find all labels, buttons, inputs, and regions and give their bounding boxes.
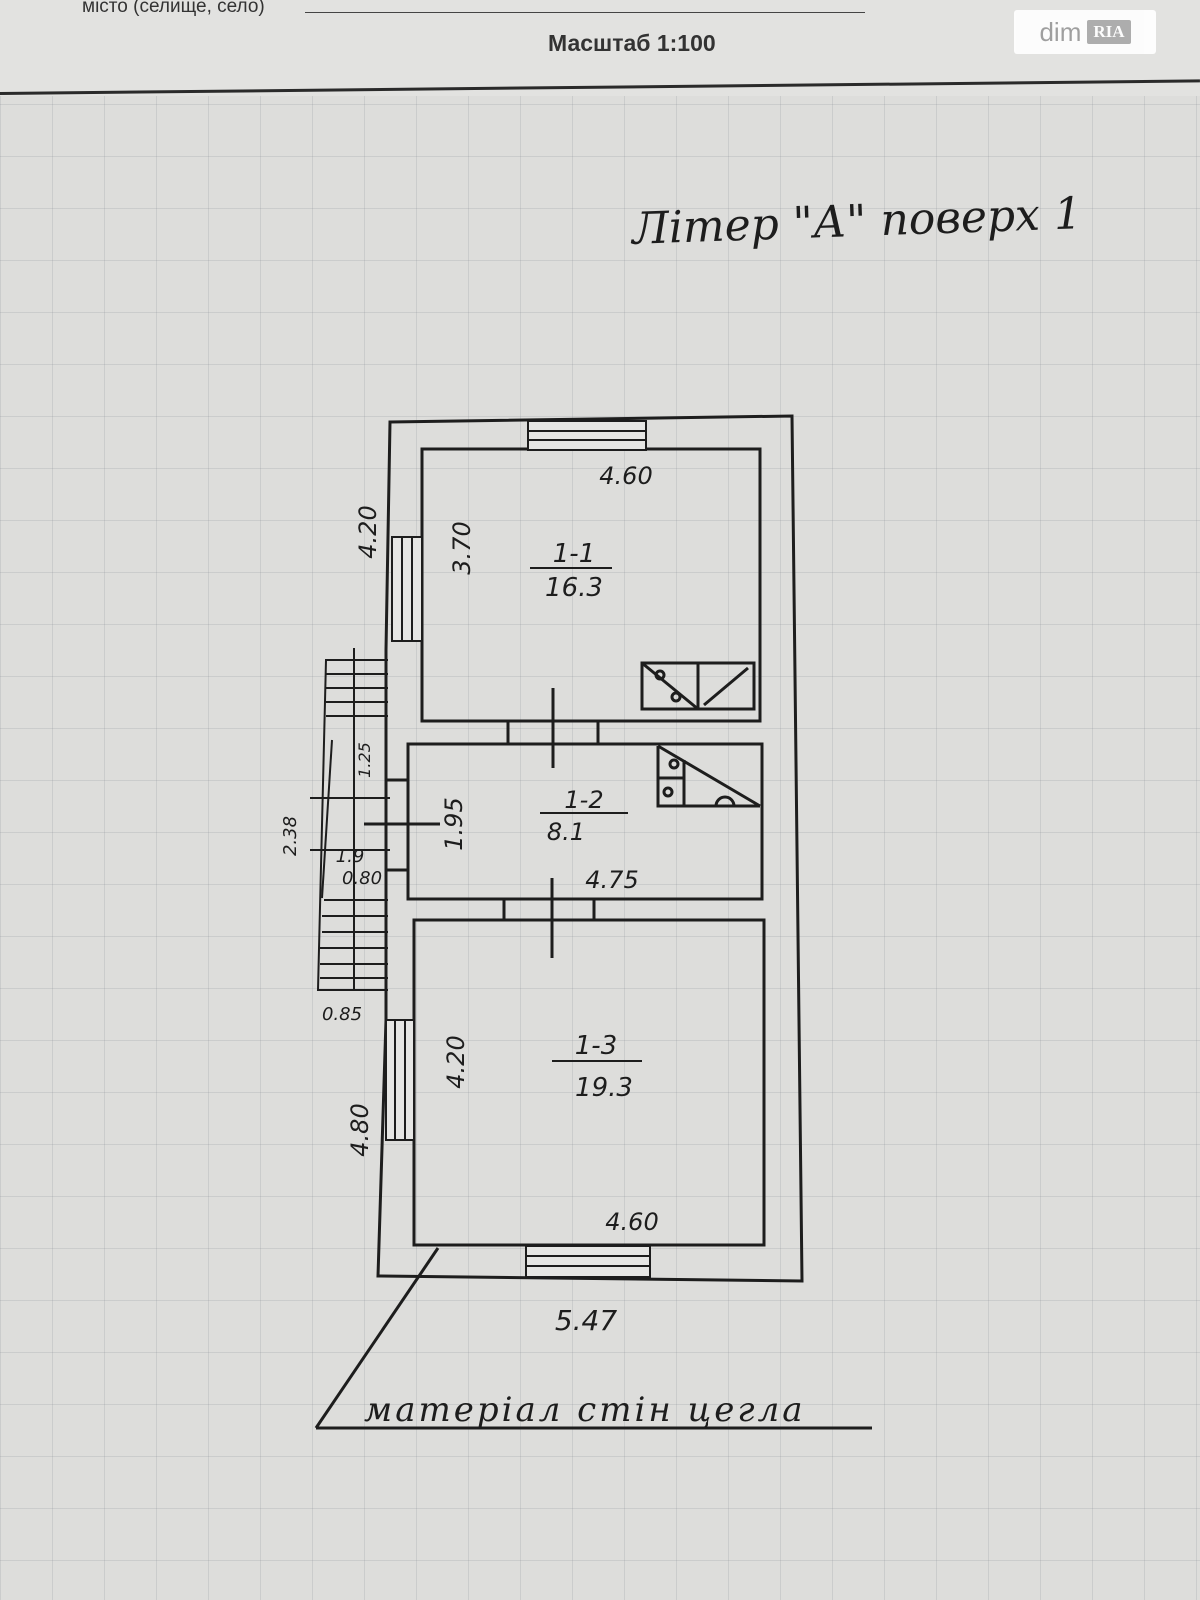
- room-1-2-outline: [406, 742, 764, 901]
- door-1-2-to-1-3: [502, 878, 596, 958]
- window-left-top: [391, 536, 423, 642]
- room-1-2-depth: 1.95: [440, 797, 468, 850]
- porch-height-dimension: 2.38: [280, 816, 301, 856]
- room-1-3-depth: 4.20: [442, 1035, 470, 1088]
- window-left-bottom: [385, 1019, 415, 1141]
- room-id: 1-3: [575, 1031, 617, 1061]
- room-id: 1-2: [564, 786, 603, 814]
- room-1-3-width: 4.60: [605, 1208, 658, 1236]
- window-top: [527, 420, 647, 451]
- room-area: 16.3: [545, 573, 603, 603]
- watermark-word: dim: [1039, 16, 1082, 47]
- wall-material-note: матеріал стін цегла: [364, 1390, 806, 1430]
- outer-wall: [376, 414, 804, 1283]
- outer-left-top-dimension: 4.20: [354, 505, 382, 558]
- room-area: 19.3: [575, 1073, 633, 1103]
- door-1-1-to-1-2: [506, 688, 600, 768]
- porch-depth-dimension: 1.9: [336, 846, 365, 867]
- watermark-logo: dim RIA: [1014, 10, 1156, 54]
- room-1-1-depth: 3.70: [448, 521, 476, 574]
- room-1-2-label: 1-2 8.1: [540, 786, 628, 846]
- material-leader: [314, 1247, 872, 1430]
- scale-label: Масштаб 1:100: [548, 30, 716, 56]
- porch-stairs: [310, 648, 390, 991]
- room-1-1-width: 4.60: [599, 462, 652, 490]
- room-1-2-width: 4.75: [585, 866, 638, 894]
- window-bottom: [525, 1245, 651, 1278]
- room-area: 8.1: [547, 818, 585, 846]
- place-fill-line: [305, 12, 865, 13]
- room-1-3-label: 1-3 19.3: [552, 1031, 642, 1103]
- outer-left-bottom-dimension: 4.80: [346, 1103, 374, 1156]
- room-1-1-label: 1-1 16.3: [530, 539, 612, 603]
- porch-step-a-dimension: 1.25: [355, 742, 374, 778]
- porch-offset-dimension: 0.85: [322, 1004, 362, 1025]
- overall-width-dimension: 5.47: [555, 1304, 618, 1337]
- place-label: місто (селище, село): [82, 0, 265, 17]
- watermark-badge: RIA: [1087, 20, 1131, 44]
- stove-1-2: [656, 744, 761, 808]
- porch-step-b-dimension: 0.80: [342, 868, 382, 889]
- door-entrance: [364, 778, 440, 872]
- form-header: [0, 0, 1200, 96]
- stove-1-1: [640, 661, 756, 711]
- room-id: 1-1: [553, 539, 595, 569]
